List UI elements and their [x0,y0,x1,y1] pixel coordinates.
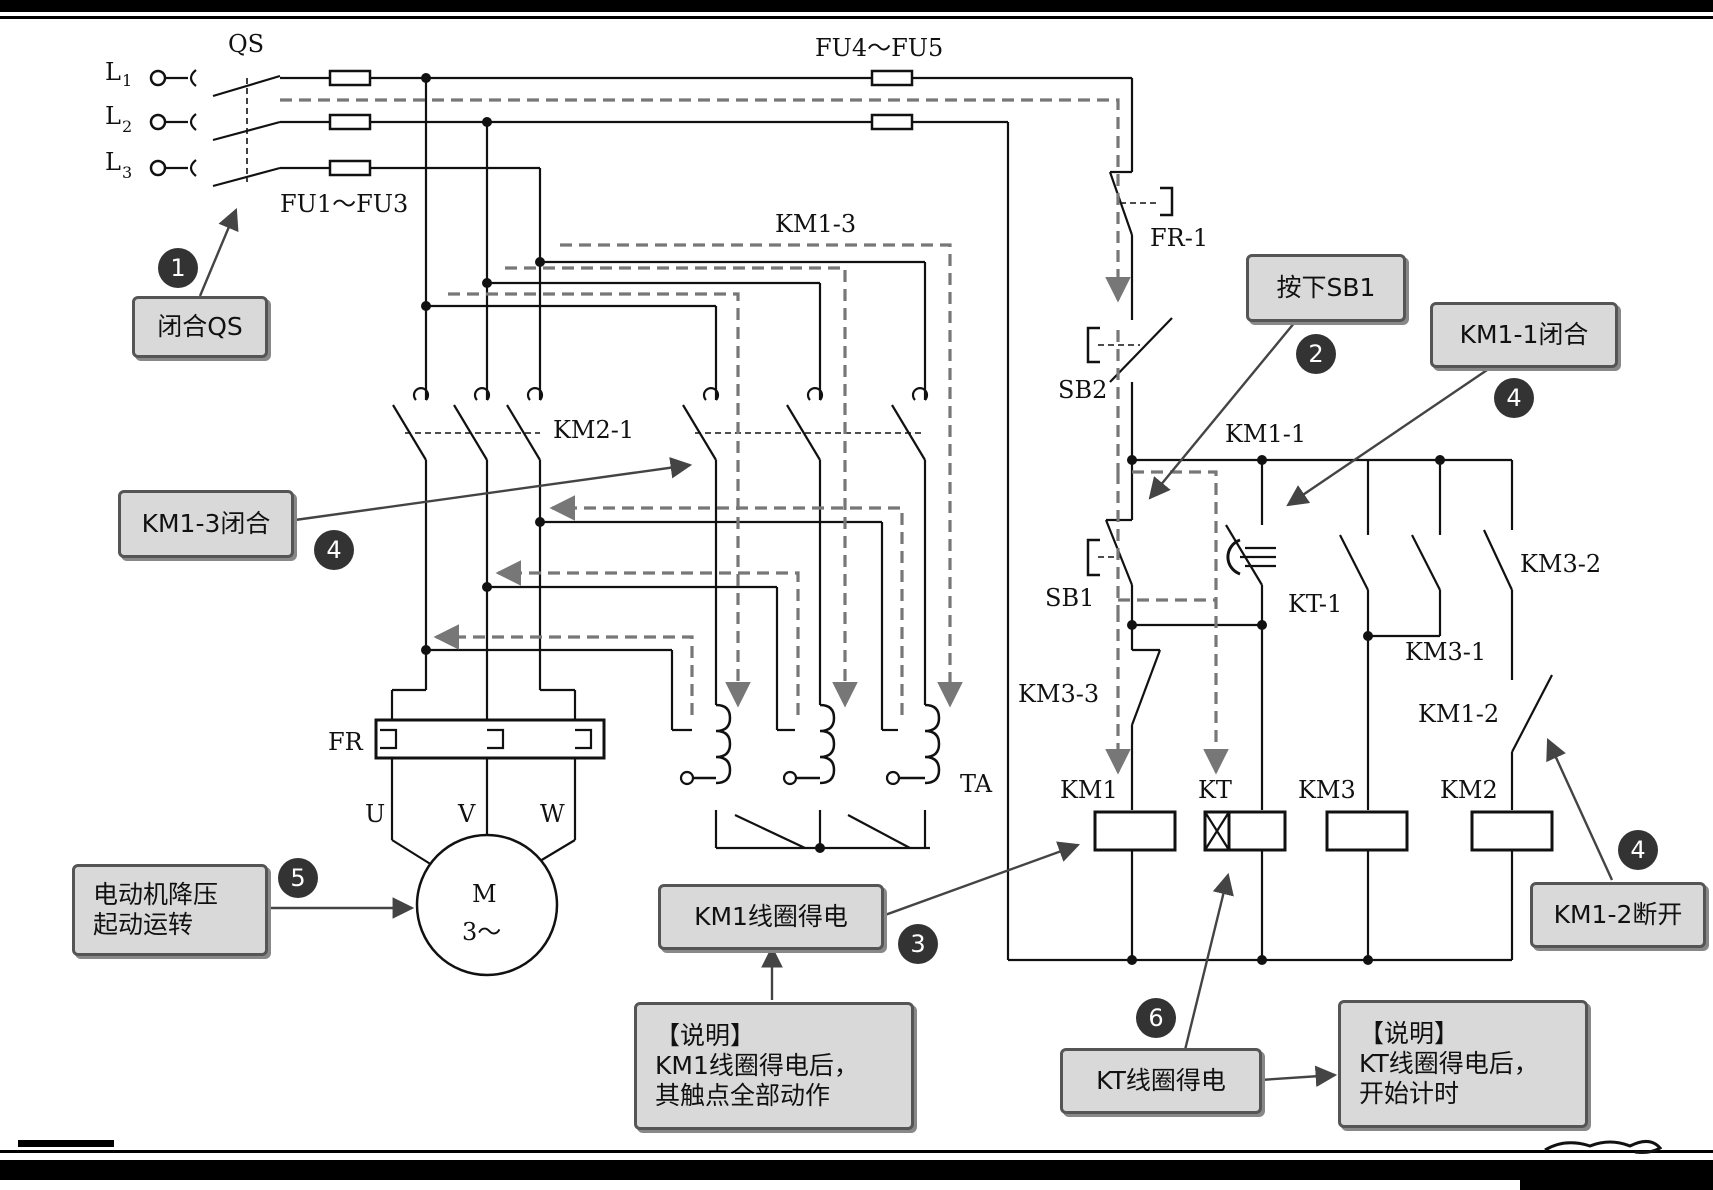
label-u: U [365,800,385,828]
coil-km3 [1325,810,1409,852]
label-fu1-fu3: FU1～FU3 [280,190,408,218]
label-l3: L [105,148,121,176]
label-w: W [540,800,565,828]
autotransformer-ta [692,703,941,785]
callout-note-km1: 【说明】 KM1线圈得电后， 其触点全部动作 [634,1002,914,1130]
label-fu4-fu5: FU4～FU5 [815,34,943,62]
component-labels: L 1 L 2 L 3 QS FU1～FU3 FU4～FU5 FR-1 SB2 … [105,30,1601,946]
bottom-bar-thick [0,1160,1713,1180]
label-km1-3: KM1-3 [775,210,856,238]
coil-km2 [1470,810,1554,852]
fuses [328,69,914,177]
label-km1-1: KM1-1 [1225,420,1306,448]
decorative-squiggle [1544,1140,1663,1154]
callout-press-sb1: 按下SB1 [1246,254,1406,322]
step-badge-4-km1-2: 4 [1618,830,1658,870]
label-l2: L [105,102,121,130]
label-km2-1: KM2-1 [553,416,634,444]
thermal-relay-fr [374,718,606,760]
terminal-l3 [149,159,167,177]
callout-motor-start: 电动机降压 起动运转 [72,864,268,956]
callout-km1-1-close: KM1-1闭合 [1430,302,1618,368]
label-qs: QS [228,30,264,58]
contact-arcs [189,69,929,401]
label-l2-sub: 2 [122,117,132,136]
label-km3-1: KM3-1 [1405,638,1486,666]
step-badge-4-km1-3: 4 [314,530,354,570]
callout-kt-coil-energized: KT线圈得电 [1060,1048,1262,1114]
label-sb2: SB2 [1058,376,1107,404]
terminal-l2 [149,113,167,131]
step-badge-2: 2 [1296,334,1336,374]
label-km3-2: KM3-2 [1520,550,1601,578]
label-km3-3: KM3-3 [1018,680,1099,708]
motor [415,833,559,977]
label-l1-sub: 1 [122,71,132,90]
step-badge-3: 3 [898,924,938,964]
top-bar [0,0,1713,12]
label-kt-1: KT-1 [1288,590,1342,618]
label-coil-km1: KM1 [1060,776,1118,804]
top-bar-thin [0,16,1713,19]
corner-tab [1520,1176,1713,1190]
label-coil-kt: KT [1198,776,1232,804]
callout-note-kt: 【说明】 KT线圈得电后， 开始计时 [1338,1000,1588,1128]
junction-dots [421,73,1445,965]
bottom-mark [18,1140,114,1147]
callout-km1-2-open: KM1-2断开 [1530,882,1706,948]
label-coil-km3: KM3 [1298,776,1356,804]
bottom-bar [0,1150,1713,1153]
callout-km1-coil-energized: KM1线圈得电 [658,884,884,950]
step-badge-6: 6 [1136,998,1176,1038]
kt-1-delay-icon [1226,538,1241,576]
terminal-l1 [149,69,167,87]
label-sb1: SB1 [1045,584,1094,612]
label-motor-3: 3～ [462,918,501,946]
label-ta: TA [960,770,993,798]
coil-km1 [1093,810,1177,852]
label-fr: FR [328,728,364,756]
fr-1-hook [1160,186,1174,217]
label-km1-2: KM1-2 [1418,700,1499,728]
label-coil-km2: KM2 [1440,776,1498,804]
step-badge-5: 5 [278,858,318,898]
label-fr-1: FR-1 [1150,224,1208,252]
current-flow [280,98,1229,775]
label-l3-sub: 3 [122,163,132,182]
label-motor-m: M [472,880,497,908]
label-l1: L [105,58,121,86]
label-v: V [457,800,476,828]
sb2-bracket [1086,326,1100,364]
step-badge-1: 1 [158,248,198,288]
step-badge-4-km1-1: 4 [1494,378,1534,418]
callout-close-qs: 闭合QS [132,296,268,358]
sb1-bracket [1086,538,1100,577]
callout-km1-3-close: KM1-3闭合 [118,490,294,558]
